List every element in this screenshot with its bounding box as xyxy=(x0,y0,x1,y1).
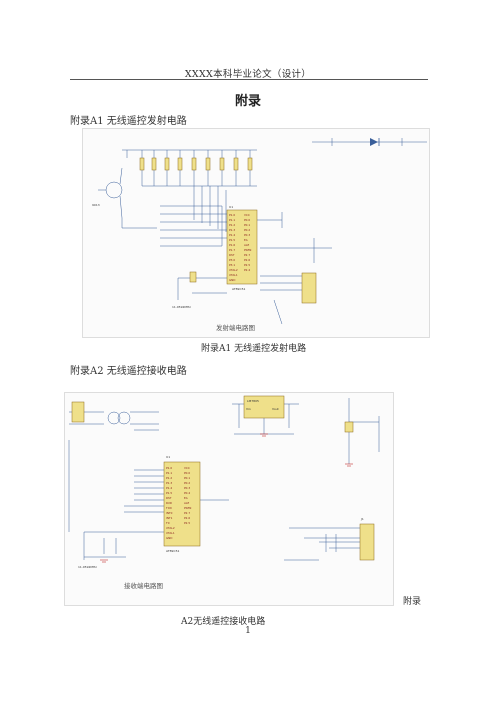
svg-text:P0.1: P0.1 xyxy=(244,223,250,227)
svg-text:P0.2: P0.2 xyxy=(244,228,250,232)
svg-text:EA: EA xyxy=(244,238,248,242)
svg-text:9013: 9013 xyxy=(92,203,100,207)
svg-text:P3.1: P3.1 xyxy=(229,263,235,267)
svg-text:P2.5: P2.5 xyxy=(244,263,250,267)
svg-text:EA: EA xyxy=(184,496,188,500)
svg-text:LM7805: LM7805 xyxy=(247,399,259,403)
svg-text:P1.4: P1.4 xyxy=(229,233,235,237)
svg-text:VCC: VCC xyxy=(244,213,250,217)
svg-text:GND: GND xyxy=(166,536,172,540)
svg-text:U1: U1 xyxy=(229,205,233,209)
svg-text:P1.0: P1.0 xyxy=(166,466,172,470)
svg-text:P0.0: P0.0 xyxy=(244,218,250,222)
svg-text:P0.4: P0.4 xyxy=(184,491,190,495)
figure-label-a1: 发射端电路图 xyxy=(216,323,255,332)
svg-text:ALE: ALE xyxy=(184,501,189,505)
header-rule xyxy=(70,79,428,80)
svg-text:GND: GND xyxy=(229,278,235,282)
caption-a2: A2无线遥控接收电路 xyxy=(181,617,266,627)
svg-text:P0.3: P0.3 xyxy=(244,233,250,237)
svg-text:AT89C51: AT89C51 xyxy=(166,549,179,553)
svg-text:AT89C51: AT89C51 xyxy=(232,287,245,291)
svg-text:P1.2: P1.2 xyxy=(166,476,172,480)
svg-text:P2.6: P2.6 xyxy=(244,258,250,262)
svg-text:TXD: TXD xyxy=(165,506,172,510)
svg-text:PSEN: PSEN xyxy=(184,506,191,510)
svg-text:J1: J1 xyxy=(360,517,364,521)
svg-text:P1.7: P1.7 xyxy=(229,248,235,252)
svg-text:XTAL2: XTAL2 xyxy=(229,268,238,272)
svg-text:P1.0: P1.0 xyxy=(229,213,235,217)
svg-text:T0: T0 xyxy=(165,521,170,525)
svg-text:ALE: ALE xyxy=(244,243,249,247)
svg-text:XTAL1: XTAL1 xyxy=(166,531,175,535)
svg-text:Vin: Vin xyxy=(246,407,251,411)
svg-text:RST: RST xyxy=(229,253,235,257)
svg-text:Vout: Vout xyxy=(272,407,280,411)
svg-text:P3.0: P3.0 xyxy=(229,258,235,262)
svg-text:P0.3: P0.3 xyxy=(184,486,190,490)
svg-text:P2.6: P2.6 xyxy=(184,516,190,520)
svg-text:P0.1: P0.1 xyxy=(184,476,190,480)
svg-text:P1.2: P1.2 xyxy=(229,223,235,227)
svg-text:P1.5: P1.5 xyxy=(166,491,172,495)
page-title: 附录 xyxy=(234,94,261,109)
caption-a2-tail: 附录 xyxy=(403,597,422,607)
page-header: XXXX本科毕业论文（设计） xyxy=(184,69,312,80)
section-heading-a2: 附录A2 无线遥控接收电路 xyxy=(70,366,187,377)
page-number: 1 xyxy=(245,626,251,636)
svg-text:P1.3: P1.3 xyxy=(166,481,172,485)
svg-text:P2.4: P2.4 xyxy=(244,268,250,272)
svg-text:11.0592MHz: 11.0592MHz xyxy=(172,305,191,309)
svg-text:P1.3: P1.3 xyxy=(229,228,235,232)
svg-text:P0.2: P0.2 xyxy=(184,481,190,485)
svg-text:P0.0: P0.0 xyxy=(184,471,190,475)
svg-text:VCC: VCC xyxy=(184,466,190,470)
svg-text:XTAL1: XTAL1 xyxy=(229,273,238,277)
svg-text:P2.5: P2.5 xyxy=(184,521,190,525)
svg-text:P2.7: P2.7 xyxy=(244,253,250,257)
svg-text:P1.6: P1.6 xyxy=(229,243,235,247)
svg-text:P1.4: P1.4 xyxy=(166,486,172,490)
svg-text:RXD: RXD xyxy=(166,501,172,505)
svg-text:P1.5: P1.5 xyxy=(229,238,235,242)
svg-text:P2.7: P2.7 xyxy=(184,511,190,515)
svg-text:PSEN: PSEN xyxy=(244,248,251,252)
section-heading-a1: 附录A1 无线遥控发射电路 xyxy=(70,116,187,127)
svg-text:XTAL2: XTAL2 xyxy=(166,526,175,530)
svg-text:INT1: INT1 xyxy=(166,516,173,520)
svg-text:RST: RST xyxy=(166,496,172,500)
svg-text:P1.1: P1.1 xyxy=(229,218,235,222)
caption-a1: 附录A1 无线遥控发射电路 xyxy=(201,344,307,354)
svg-text:11.0592MHz: 11.0592MHz xyxy=(78,565,97,569)
svg-text:INT0: INT0 xyxy=(166,511,173,515)
svg-text:P1.1: P1.1 xyxy=(166,471,172,475)
svg-text:U1: U1 xyxy=(166,455,170,459)
figure-label-a2: 接收端电路图 xyxy=(124,581,163,590)
